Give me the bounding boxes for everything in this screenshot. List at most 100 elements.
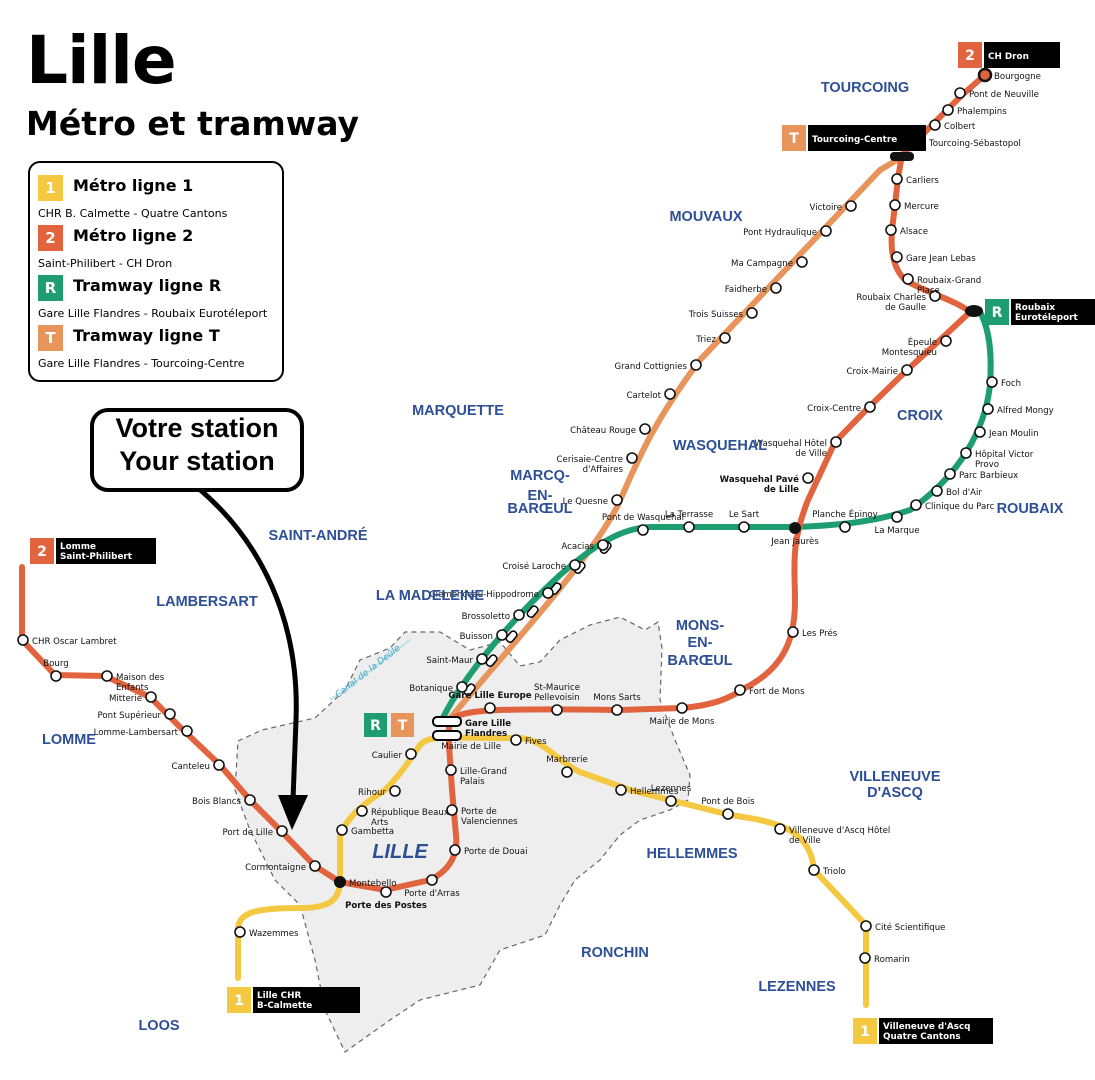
station-marker-brossoletto <box>513 609 525 621</box>
station-label-bois-blancs: Bois Blancs <box>192 797 241 807</box>
station-marker-foch <box>986 376 998 388</box>
station-label-pont-superieur: Pont Supérieur <box>97 710 161 721</box>
station-label-ma-campagne: Ma Campagne <box>731 259 793 269</box>
station-marker-romarin <box>859 952 871 964</box>
station-label-croix-mairie: Croix-Mairie <box>847 367 898 377</box>
station-marker-croix-mairie <box>901 364 913 376</box>
station-marker-triez <box>719 332 731 344</box>
legend-name-1: Métro ligne 1 <box>73 176 194 195</box>
station-marker-port-de-lille <box>276 825 288 837</box>
callout-arrow <box>196 486 299 801</box>
hub-wasquehal-pave <box>789 522 801 534</box>
station-marker-la-marque <box>891 511 903 523</box>
station-label-caulier: Caulier <box>372 751 403 761</box>
station-marker-hellemmes <box>615 784 627 796</box>
legend-badge-r: R <box>38 275 63 301</box>
your-station-callout: Votre station Your station <box>90 408 304 492</box>
station-marker-st-maurice-pellevoisin <box>551 704 563 716</box>
station-marker-grand-cottignies <box>690 359 702 371</box>
commune-label-bar-ul: BARŒUL <box>667 653 732 669</box>
commune-label-villeneuve: VILLENEUVE <box>849 769 940 785</box>
terminus-box <box>56 538 156 564</box>
station-marker-triolo <box>808 864 820 876</box>
station-label-fort-de-mons: Fort de Mons <box>749 687 805 697</box>
hub-badge-t <box>391 713 414 737</box>
station-marker-croise-laroche <box>569 559 581 571</box>
station-marker-cormontaigne <box>309 860 321 872</box>
station-marker-epeule-montesquieu <box>940 335 952 347</box>
hub-badge-label: T <box>398 718 408 734</box>
lille-city-area <box>234 616 691 1053</box>
terminus-badge <box>853 1018 877 1044</box>
station-marker-porte-d-arras <box>426 874 438 886</box>
terminus-box <box>984 42 1060 68</box>
terminus-badge <box>30 538 54 564</box>
station-label-alfred-mongy: Alfred Mongy <box>997 406 1054 416</box>
station-marker-acacias <box>597 539 609 551</box>
station-marker-bol-d-air <box>931 485 943 497</box>
terminus-badge <box>958 42 982 68</box>
station-marker-pont-hydraulique <box>820 225 832 237</box>
station-marker-croix-centre <box>864 401 876 413</box>
station-marker-buisson <box>496 629 508 641</box>
commune-label-en: EN- <box>528 488 553 504</box>
station-label-tourcoing-sebastopol: Tourcoing-Sébastopol <box>928 138 1021 149</box>
commune-label-bar-ul: BARŒUL <box>507 501 572 517</box>
terminus-box <box>879 1018 993 1044</box>
canal-deule <box>329 639 411 701</box>
station-label-foch: Foch <box>1001 379 1021 389</box>
station-label-porte-des-postes: Porte des Postes <box>345 901 427 911</box>
station-marker-le-quesne <box>611 494 623 506</box>
station-label-le-sart: Le Sart <box>729 510 760 520</box>
station-label-lezennes: Lezennes <box>651 784 692 794</box>
station-label-carliers: Carliers <box>906 176 939 186</box>
station-label-chateau-rouge: Château Rouge <box>570 426 636 436</box>
commune-label-wasquehal: WASQUEHAL <box>673 438 767 454</box>
station-label-jean-moulin: Jean Moulin <box>988 429 1039 439</box>
station-marker-les-pres <box>787 626 799 638</box>
station-marker-maison-des-enfants <box>101 670 113 682</box>
station-marker-pont-de-wasquehal <box>637 524 649 536</box>
commune-label-lille: LILLE <box>372 841 428 863</box>
hub-gare-lille-flandres <box>432 730 462 741</box>
station-marker-bourg <box>50 670 62 682</box>
station-label-le-quesne: Le Quesne <box>563 497 608 507</box>
tram-interchange-tick <box>505 630 518 644</box>
station-marker-clinique-du-parc <box>910 499 922 511</box>
station-marker-ma-campagne <box>796 256 808 268</box>
station-label-croise-laroche: Croisé Laroche <box>502 561 566 572</box>
station-marker-lille-grand-palais <box>445 764 457 776</box>
station-marker-colbert <box>929 119 941 131</box>
station-label-bourgogne: Bourgogne <box>994 72 1041 82</box>
terminus-box <box>808 125 926 151</box>
station-marker-wasquehal-pave-de-lille <box>802 472 814 484</box>
station-label-cormontaigne: Cormontaigne <box>245 863 306 873</box>
station-marker-wasquehal-hotel-de-ville <box>830 436 842 448</box>
station-label-faidherbe: Faidherbe <box>725 285 767 295</box>
station-label-rihour: Rihour <box>358 788 387 798</box>
metro-line-1 <box>235 734 869 1008</box>
terminus-badge <box>227 987 251 1013</box>
station-marker-clemenceau-hippodrome <box>542 587 554 599</box>
station-marker-la-terrasse <box>683 521 695 533</box>
station-marker-chateau-rouge <box>639 423 651 435</box>
hub-tourcoing-centre <box>890 152 914 161</box>
station-marker-parc-barbieux <box>944 468 956 480</box>
commune-label-d-ascq: D'ASCQ <box>867 785 923 801</box>
commune-label-mouvaux: MOUVAUX <box>669 209 742 225</box>
station-label-colbert: Colbert <box>944 122 976 132</box>
legend-name-2: Métro ligne 2 <box>73 226 194 245</box>
hub-porte-des-postes <box>334 876 346 888</box>
station-label-parc-barbieux: Parc Barbieux <box>959 471 1018 481</box>
station-label-croix-centre: Croix-Centre <box>807 404 861 414</box>
station-label-planche-epinoy: Planche Épinoy <box>812 508 878 520</box>
station-label-romarin: Romarin <box>874 955 910 965</box>
terminus-badge-label: 2 <box>37 544 47 560</box>
station-label-chr-oscar-lambret: CHR Oscar Lambret <box>32 637 117 647</box>
